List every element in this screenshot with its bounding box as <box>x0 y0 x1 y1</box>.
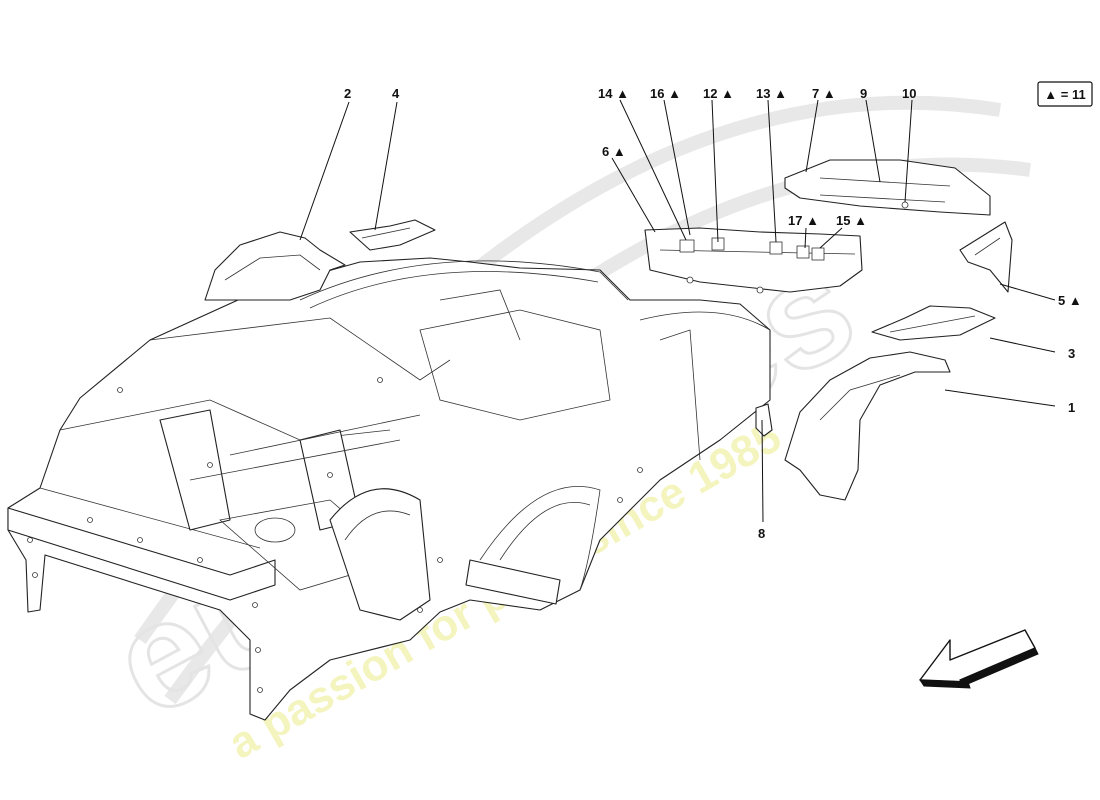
callout-16: 16 ▲ <box>650 86 681 101</box>
part-1-rear-wheelhouse <box>784 351 951 501</box>
callout-5: 5 ▲ <box>1058 293 1082 308</box>
callout-8: 8 <box>758 526 765 541</box>
leader-lines <box>299 99 1056 523</box>
legend-text: ▲ = 11 <box>1044 87 1085 102</box>
body-holes <box>27 377 643 693</box>
callout-12: 12 ▲ <box>703 86 734 101</box>
callout-labels: 1 2 3 4 5 ▲ 6 ▲ 7 ▲ 8 9 10 12 ▲ 13 ▲ 14 … <box>344 86 1082 541</box>
callout-6: 6 ▲ <box>602 144 626 159</box>
legend-box: ▲ = 11 <box>1037 81 1093 107</box>
callout-9: 9 <box>860 86 867 101</box>
part-8-bracket <box>755 403 773 437</box>
callout-17: 17 ▲ <box>788 213 819 228</box>
callout-10: 10 <box>902 86 916 101</box>
callout-15: 15 ▲ <box>836 213 867 228</box>
part-3-plate <box>871 305 996 341</box>
part-5-bracket <box>959 221 1013 293</box>
callout-2: 2 <box>344 86 351 101</box>
callout-7: 7 ▲ <box>812 86 836 101</box>
callout-1: 1 <box>1068 400 1075 415</box>
callout-3: 3 <box>1068 346 1075 361</box>
body-in-white-assembly <box>7 257 771 721</box>
callout-14: 14 ▲ <box>598 86 629 101</box>
part-2-wheelhouse <box>204 231 346 301</box>
part-4-panel <box>349 219 436 251</box>
callout-4: 4 <box>392 86 400 101</box>
callout-13: 13 ▲ <box>756 86 787 101</box>
rear-crossmember <box>644 227 863 294</box>
front-direction-arrow-icon <box>919 629 1039 689</box>
